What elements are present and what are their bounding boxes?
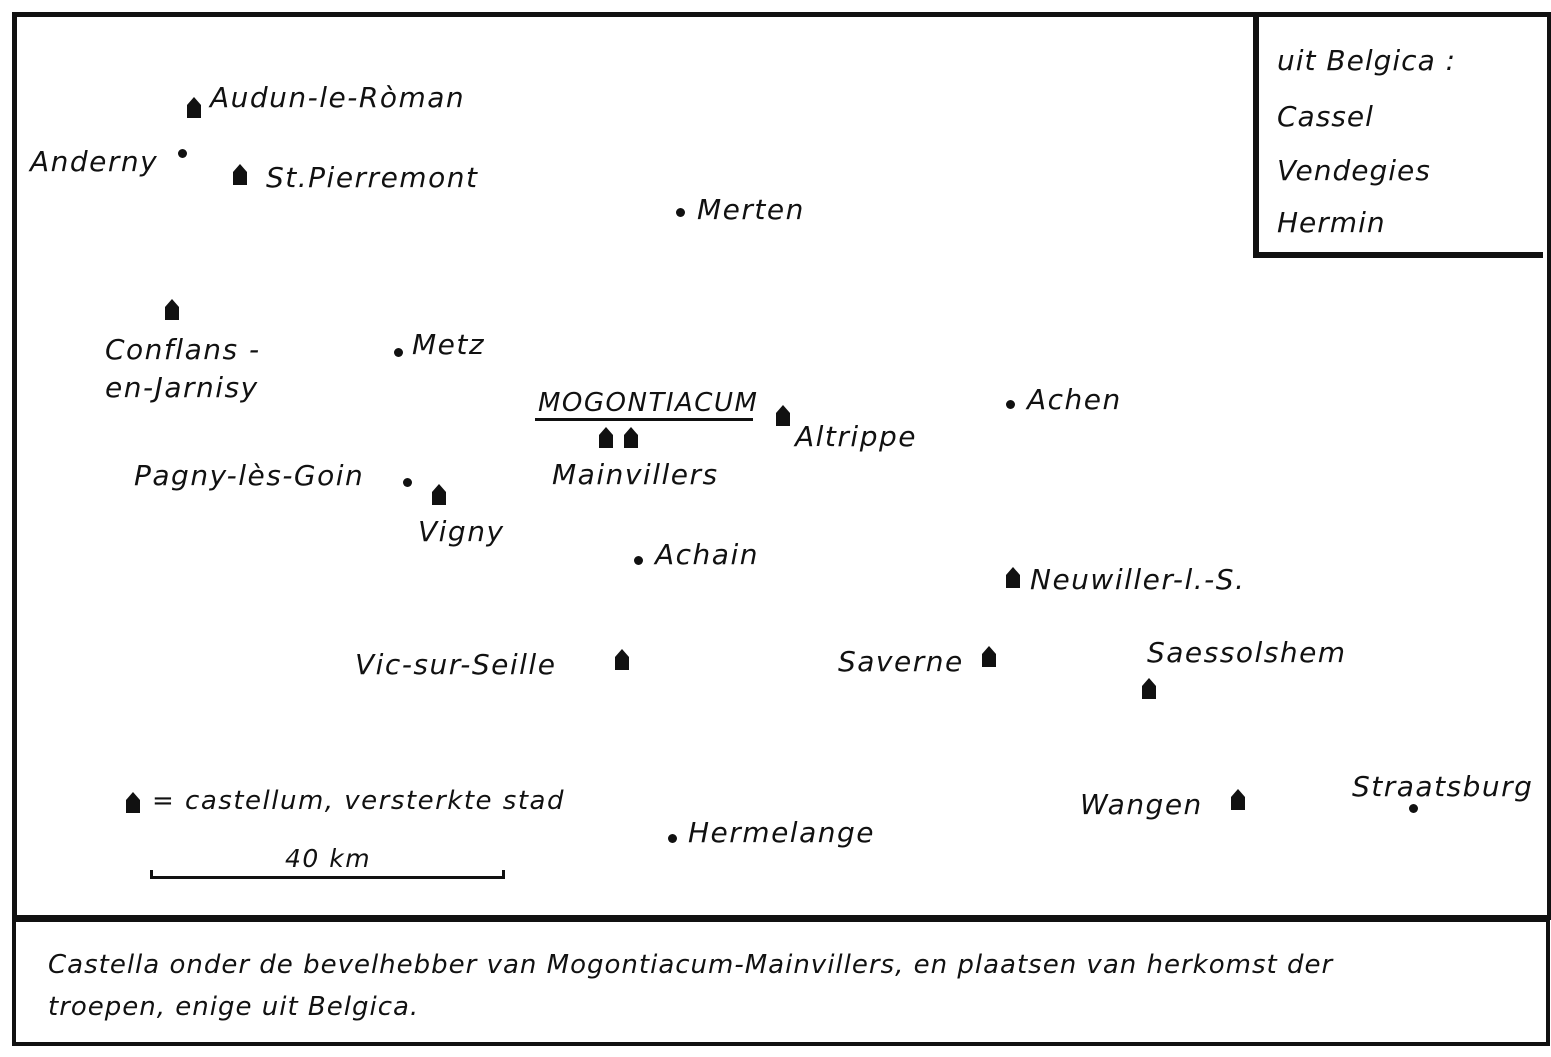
place-dot <box>634 556 643 565</box>
place-dot <box>178 149 187 158</box>
place-label: Vic-sur-Seille <box>355 648 557 681</box>
castellum-icon <box>232 163 248 185</box>
place-label: Pagny-lès-Goin <box>134 459 365 492</box>
place-label: Vigny <box>418 515 505 548</box>
place-dot <box>403 478 412 487</box>
place-dot <box>668 834 677 843</box>
place-label: Metz <box>412 328 486 361</box>
place-dot <box>1006 400 1015 409</box>
place-dot <box>394 348 403 357</box>
place-label: Straatsburg <box>1352 770 1534 803</box>
scale-label: 40 km <box>285 844 372 873</box>
castellum-icon <box>775 404 791 426</box>
castellum-icon <box>598 426 614 448</box>
caption-line: Castella onder de bevelhebber van Mogont… <box>48 950 1334 980</box>
place-label: Mainvillers <box>552 458 719 491</box>
place-label: Audun-le-Ròman <box>210 81 466 114</box>
place-label: Conflans - <box>105 333 261 366</box>
castellum-icon <box>623 426 639 448</box>
castellum-icon <box>1230 788 1246 810</box>
place-label: Saverne <box>838 645 964 678</box>
inset-title: uit Belgica : <box>1277 44 1457 77</box>
castellum-icon <box>164 298 180 320</box>
place-label: St.Pierremont <box>266 161 479 194</box>
place-label: Achen <box>1027 383 1122 416</box>
mogontiacum-underline <box>535 418 753 421</box>
place-label: Wangen <box>1080 788 1203 821</box>
mogontiacum-label: MOGONTIACUM <box>538 388 759 418</box>
place-label: Saessolshem <box>1147 636 1347 669</box>
legend-label: = castellum, versterkte stad <box>152 786 565 816</box>
place-label: Anderny <box>30 145 159 178</box>
place-label: en-Jarnisy <box>105 371 259 404</box>
castellum-icon <box>186 96 202 118</box>
place-label: Hermelange <box>688 816 875 849</box>
scale-bar <box>150 870 505 879</box>
caption-box <box>12 916 1550 1046</box>
place-label: Achain <box>655 538 759 571</box>
caption-line: troepen, enige uit Belgica. <box>48 992 420 1022</box>
inset-place: Cassel <box>1277 100 1374 133</box>
belgica-inset: uit Belgica : Cassel Vendegies Hermin <box>1253 16 1543 258</box>
castellum-icon <box>431 483 447 505</box>
castellum-icon <box>1005 566 1021 588</box>
inset-place: Vendegies <box>1277 154 1431 187</box>
legend-castellum-icon <box>125 791 141 813</box>
place-dot <box>1409 804 1418 813</box>
inset-place: Hermin <box>1277 206 1386 239</box>
place-dot <box>676 208 685 217</box>
castellum-icon <box>981 645 997 667</box>
place-label: Altrippe <box>795 420 917 453</box>
place-label: Neuwiller-l.-S. <box>1030 563 1246 596</box>
castellum-icon <box>1141 677 1157 699</box>
castellum-icon <box>614 648 630 670</box>
place-label: Merten <box>697 193 805 226</box>
